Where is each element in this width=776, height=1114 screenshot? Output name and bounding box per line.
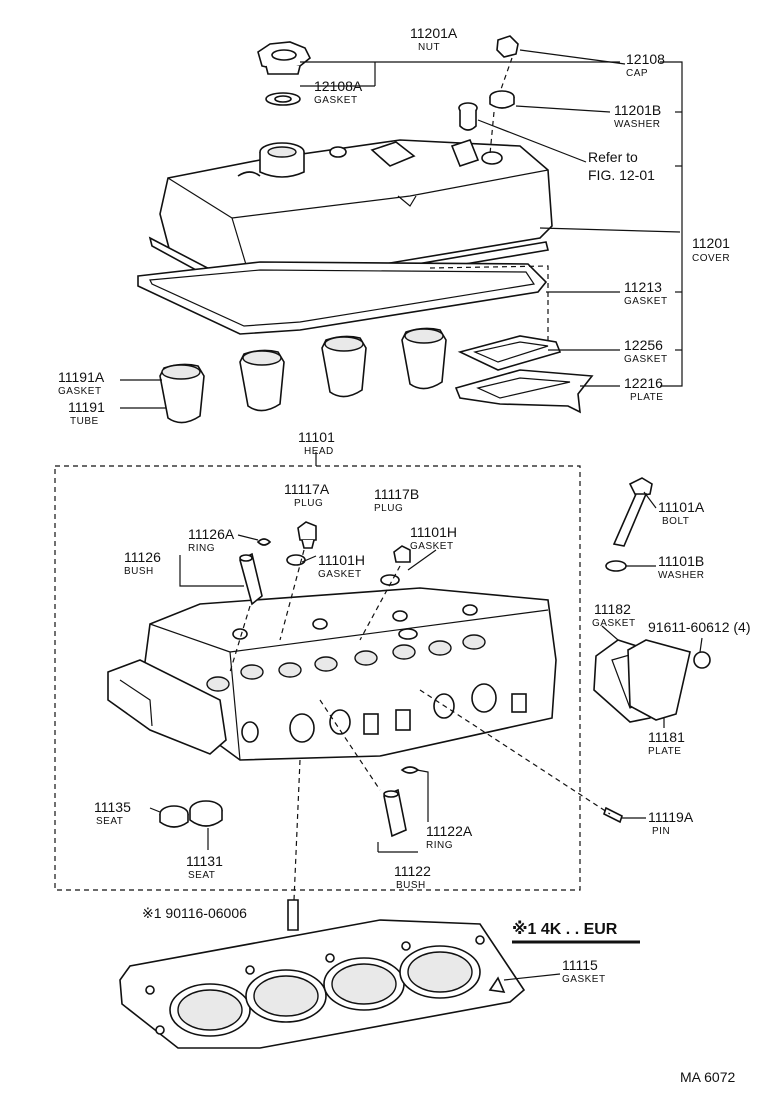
sealing-washer bbox=[489, 90, 515, 109]
label-washer-number: 11201B bbox=[614, 102, 661, 118]
label-head-gasket-number: 11115 bbox=[562, 957, 598, 973]
label-plate-number: 12216 bbox=[624, 375, 663, 391]
label-cover-number: 11201 bbox=[692, 235, 730, 251]
label-pin-number: 11119A bbox=[648, 809, 694, 825]
part-labels: 11201A NUT 12108 CAP 12108A GASKET 11201… bbox=[58, 25, 750, 1085]
label-ring-number: 11126A bbox=[188, 526, 235, 542]
label-stud-number: ※1 90116-06006 bbox=[142, 905, 247, 921]
label-gasket-h2-number: 11101H bbox=[410, 524, 457, 540]
label-tube: TUBE bbox=[70, 416, 99, 427]
label-tube-gasket: GASKET bbox=[58, 386, 102, 397]
leader-lines-top bbox=[120, 49, 683, 409]
label-side-gasket: GASKET bbox=[592, 618, 636, 629]
breather-plate bbox=[454, 369, 594, 414]
label-head-number: 11101 bbox=[298, 429, 335, 445]
label-refer-line1: Refer to bbox=[588, 149, 638, 165]
label-bolt: BOLT bbox=[662, 516, 689, 527]
label-refer-line2: FIG. 12-01 bbox=[588, 167, 655, 183]
label-plug-a-number: 11117A bbox=[284, 481, 330, 497]
head-dashed-boundary bbox=[54, 452, 581, 891]
label-plate-gasket: GASKET bbox=[624, 354, 668, 365]
label-bush: BUSH bbox=[124, 566, 154, 577]
diagram-code: MA 6072 bbox=[680, 1069, 735, 1085]
label-tube-gasket-number: 11191A bbox=[58, 369, 105, 385]
label-seat-135: SEAT bbox=[96, 816, 123, 827]
label-bolt-number: 11101A bbox=[658, 499, 705, 515]
label-head-gasket: GASKET bbox=[562, 974, 606, 985]
oil-filler-cap bbox=[257, 41, 312, 75]
label-cover: COVER bbox=[692, 253, 730, 264]
label-plug-a: PLUG bbox=[294, 498, 323, 509]
side-gasket-plate bbox=[593, 637, 711, 723]
label-side-gasket-number: 11182 bbox=[594, 601, 631, 617]
label-nut-number: 11201A bbox=[410, 25, 458, 41]
head-small-parts bbox=[159, 521, 623, 931]
spark-plug-tubes bbox=[159, 327, 447, 424]
label-head: HEAD bbox=[304, 446, 334, 457]
label-gasket-h1-number: 11101H bbox=[318, 552, 365, 568]
label-plug-b-number: 11117B bbox=[374, 486, 419, 502]
label-cap-number: 12108 bbox=[626, 51, 665, 67]
label-bush-number: 11126 bbox=[124, 549, 161, 565]
label-ring-122: RING bbox=[426, 840, 453, 851]
label-washer: WASHER bbox=[614, 119, 661, 130]
label-cap: CAP bbox=[626, 68, 648, 79]
gasket-dash-guide bbox=[429, 265, 549, 340]
bolt-washer bbox=[605, 560, 627, 572]
label-bush-122: BUSH bbox=[396, 880, 426, 891]
label-ring-122-number: 11122A bbox=[426, 823, 473, 839]
label-side-plate: PLATE bbox=[648, 746, 681, 757]
label-nut: NUT bbox=[418, 42, 440, 53]
label-cap-gasket-number: 12108A bbox=[314, 78, 363, 94]
grommet-bolt bbox=[458, 102, 478, 131]
label-bush-122-number: 11122 bbox=[394, 863, 431, 879]
label-plate-gasket-number: 12256 bbox=[624, 337, 663, 353]
head-bolt bbox=[612, 477, 653, 547]
label-bolt-washer-number: 11101B bbox=[658, 553, 704, 569]
label-screw-number: 91611-60612 (4) bbox=[648, 619, 750, 635]
label-cover-gasket: GASKET bbox=[624, 296, 668, 307]
breather-plate-gasket bbox=[457, 335, 562, 371]
label-tube-number: 11191 bbox=[68, 399, 105, 415]
leader-lines-head bbox=[149, 534, 646, 901]
label-gasket-h2: GASKET bbox=[410, 541, 454, 552]
label-plug-b: PLUG bbox=[374, 503, 403, 514]
label-note: ※1 4K . . EUR bbox=[512, 920, 618, 938]
label-ring: RING bbox=[188, 543, 215, 554]
label-pin: PIN bbox=[652, 826, 670, 837]
cap-gasket bbox=[265, 92, 301, 106]
label-cap-gasket: GASKET bbox=[314, 95, 358, 106]
cover-gasket bbox=[137, 261, 548, 335]
label-cover-gasket-number: 11213 bbox=[624, 279, 662, 295]
head-gasket bbox=[119, 919, 561, 1049]
label-bolt-washer: WASHER bbox=[658, 570, 705, 581]
cap-nut bbox=[496, 35, 519, 58]
label-gasket-h1: GASKET bbox=[318, 569, 362, 580]
label-side-plate-number: 11181 bbox=[648, 729, 685, 745]
leader-lines-right bbox=[601, 491, 665, 728]
label-seat-131: SEAT bbox=[188, 870, 215, 881]
label-seat-131-number: 11131 bbox=[186, 853, 223, 869]
cylinder-head bbox=[107, 587, 557, 761]
label-plate: PLATE bbox=[630, 392, 663, 403]
label-seat-135-number: 11135 bbox=[94, 799, 131, 815]
